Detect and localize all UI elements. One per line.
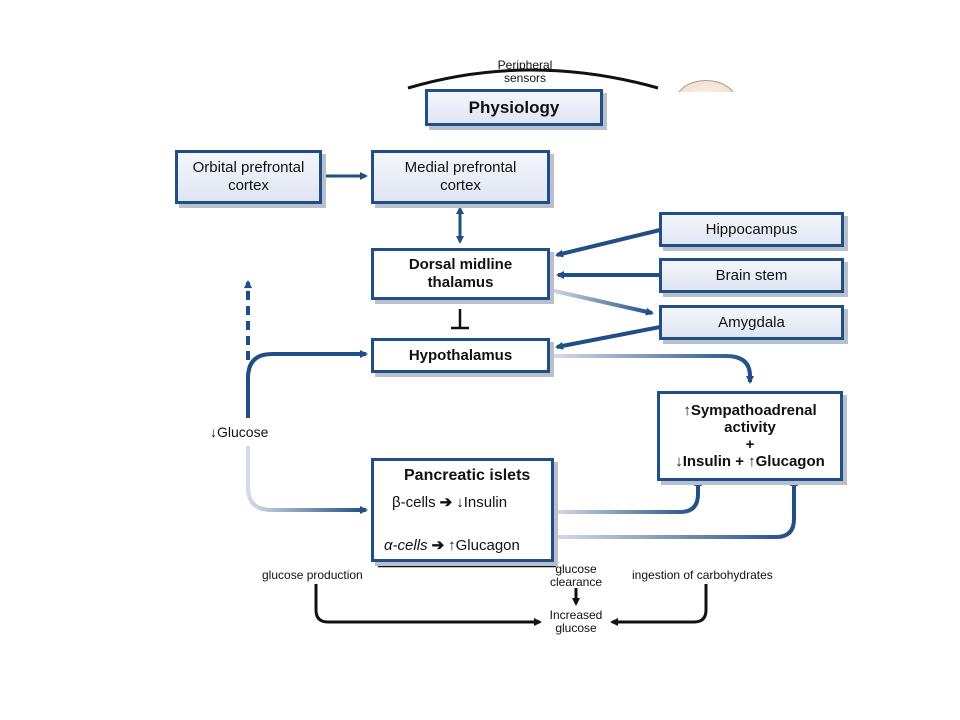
amygdala-to-hypothalamus-arrow (555, 325, 661, 350)
peripheral-arc (407, 68, 659, 90)
medial-prefrontal-box: Medial prefrontal cortex (371, 150, 550, 204)
hypothalamus-label: Hypothalamus (408, 346, 513, 364)
ingestion-to-increase-arrow (610, 584, 708, 626)
dorsal-midline-thalamus-box: Dorsal midline thalamus (371, 248, 550, 300)
amygdala-box: Amygdala (659, 305, 844, 340)
beta-cells-label: β-cells (392, 494, 436, 511)
sympathoadrenal-line3: ↓Insulin + ↑Glucagon (675, 453, 825, 470)
pancreas-to-sympathoadrenal-arrow-1 (554, 478, 702, 514)
sympathoadrenal-box: ↑Sympathoadrenal activity + ↓Insulin + ↑… (657, 391, 843, 481)
hippocampus-to-thalamus-arrow (555, 228, 661, 258)
orbital-prefrontal-label: Orbital prefrontal cortex (192, 159, 305, 194)
insulin-label: ↓Insulin (456, 494, 508, 511)
sympathoadrenal-line1: ↑Sympathoadrenal (683, 402, 817, 419)
hypothalamus-box: Hypothalamus (371, 338, 550, 373)
glucagon-label: ↑Glucagon (448, 537, 520, 554)
pancreas-to-production-line (378, 552, 557, 568)
glucose-to-hypothalamus-arrow (246, 350, 368, 418)
brain-image (676, 80, 736, 92)
alpha-cell-row: α-cells ➔ ↑Glucagon (384, 537, 520, 555)
pancreatic-islets-box: Pancreatic islets β-cells ➔ ↓Insulin α-c… (371, 458, 554, 562)
pancreas-to-sympathoadrenal-arrow-2 (554, 478, 798, 539)
sympathoadrenal-plus: + (745, 436, 755, 453)
thalamus-label: Dorsal midline thalamus (408, 256, 513, 291)
brain-stem-label: Brain stem (715, 266, 788, 284)
orbital-prefrontal-box: Orbital prefrontal cortex (175, 150, 322, 204)
decreased-glucose-label: ↓Glucose (210, 424, 269, 440)
glucose-clearance-label: glucose clearance (549, 562, 603, 589)
physiology-label: Physiology (468, 97, 560, 117)
physiology-box: Physiology (425, 89, 603, 126)
glucose-production-label: glucose production (262, 568, 363, 582)
ingestion-label: ingestion of carbohydrates (632, 568, 773, 582)
amygdala-label: Amygdala (718, 313, 785, 331)
hypothalamus-to-sympathoadrenal-arrow (554, 354, 754, 384)
brain-stem-box: Brain stem (659, 258, 844, 293)
hippocampus-box: Hippocampus (659, 212, 844, 247)
beta-cell-row: β-cells ➔ ↓Insulin (392, 494, 507, 512)
sympathoadrenal-line2: activity (724, 419, 776, 436)
peripheral-sensors-label: Peripheral sensors (497, 58, 553, 85)
medial-prefrontal-label: Medial prefrontal cortex (404, 159, 517, 194)
glucose-to-pancreas-arrow (246, 446, 368, 514)
right-arrow-icon: ➔ (439, 494, 453, 511)
pancreatic-islets-title: Pancreatic islets (404, 467, 531, 484)
production-to-increase-arrow (314, 584, 542, 626)
thalamus-to-amygdala-arrow (549, 288, 654, 316)
alpha-cells-label: α-cells (384, 537, 428, 554)
increased-glucose-label: Increased glucose (549, 608, 603, 635)
hippocampus-label: Hippocampus (705, 220, 798, 238)
right-arrow-icon: ➔ (431, 537, 445, 554)
